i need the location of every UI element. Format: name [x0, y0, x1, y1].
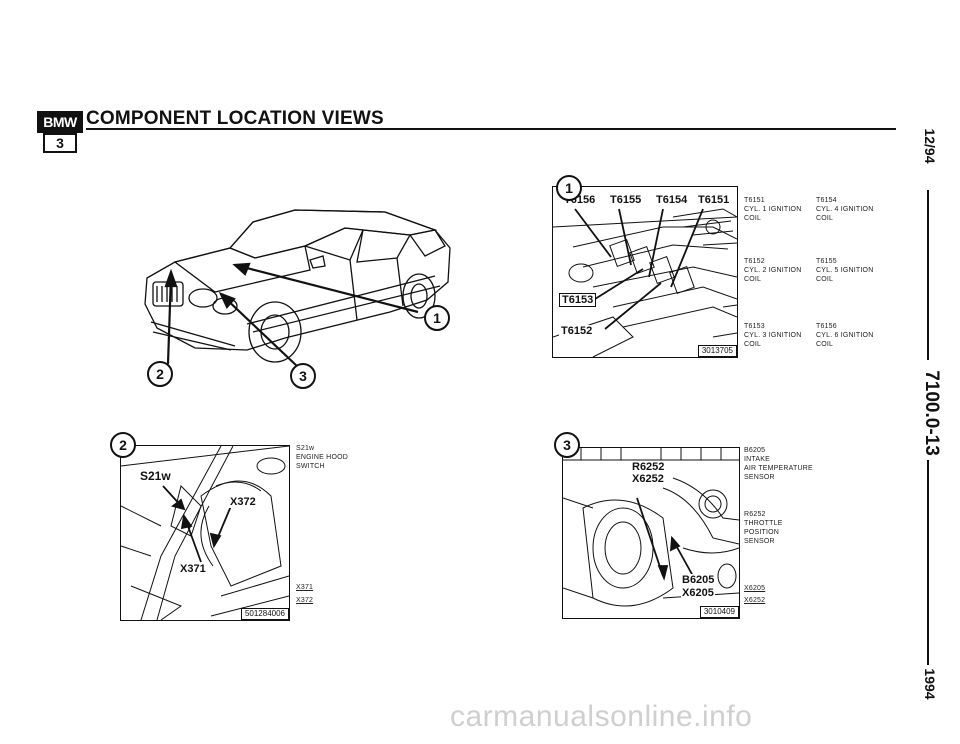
legend-code: S21w [296, 445, 315, 452]
legend-t6153: T6153 CYL. 3 IGNITION COIL [744, 322, 801, 349]
connector-x372: X372 [296, 597, 314, 604]
title-rule [86, 128, 896, 130]
label-s21w: S21w [139, 469, 172, 483]
legend-t6152: T6152 CYL. 2 IGNITION COIL [744, 257, 801, 284]
legend-line: SENSOR [744, 538, 775, 545]
legend-line: POSITION [744, 529, 780, 536]
legend-line: COIL [744, 215, 762, 222]
label-r6252: R6252 [631, 461, 666, 473]
connector-x371: X371 [296, 584, 314, 591]
legend-line: COIL [744, 276, 762, 283]
legend-code: B6205 [744, 447, 766, 454]
legend-t6151: T6151 CYL. 1 IGNITION COIL [744, 196, 801, 223]
view-3-reference-number: 3010409 [699, 606, 739, 618]
legend-line: CYL. 1 IGNITION [744, 206, 802, 213]
view-1-ignition-coils-panel: T6156 T6155 T6154 T6151 T6153 T6152 3013… [552, 186, 738, 358]
label-t6155: T6155 [609, 194, 643, 206]
legend-code: T6152 [744, 258, 765, 265]
legend-line: CYL. 4 IGNITION [816, 206, 874, 213]
view-2-number: 2 [110, 432, 136, 458]
label-t6151: T6151 [697, 194, 731, 206]
logo-series: 3 [43, 133, 77, 153]
legend-s21w: S21w ENGINE HOOD SWITCH [296, 444, 348, 471]
legend-code: T6151 [744, 197, 765, 204]
legend-line: CYL. 2 IGNITION [744, 267, 802, 274]
watermark-text: carmanualsonline.info [450, 700, 753, 733]
legend-code: T6153 [744, 323, 765, 330]
legend-t6156: T6156 CYL. 6 IGNITION COIL [816, 322, 873, 349]
connector-x6205: X6205 [744, 585, 766, 592]
overview-callout-1: 1 [424, 305, 450, 331]
legend-line: COIL [816, 341, 834, 348]
legend-line: AIR TEMPERATURE [744, 465, 813, 472]
legend-code: R6252 [744, 511, 766, 518]
view-3-throttle-intake-panel: R6252 X6252 B6205 X6205 3010409 [562, 447, 740, 619]
overview-callout-3: 3 [290, 363, 316, 389]
car-overview-illustration [144, 209, 451, 368]
legend-line: COIL [744, 341, 762, 348]
bmw-logo: BMW 3 [37, 111, 83, 153]
view-1-number: 1 [556, 175, 582, 201]
label-t6152: T6152 [559, 325, 595, 337]
label-x372: X372 [229, 496, 257, 508]
page-title: COMPONENT LOCATION VIEWS [86, 108, 384, 129]
margin-rule-upper [927, 190, 929, 360]
label-x371: X371 [179, 563, 207, 575]
throttle-body-illustration [563, 448, 739, 607]
view-2-hood-switch-panel: S21w X372 X371 501284006 [120, 445, 290, 621]
connector-x6252: X6252 [744, 597, 766, 604]
label-x6252: X6252 [631, 473, 665, 485]
logo-top: BMW [37, 111, 83, 133]
margin-year: 1994 [922, 668, 938, 700]
label-t6153: T6153 [559, 293, 597, 307]
legend-code: T6156 [816, 323, 837, 330]
legend-b6205: B6205 INTAKE AIR TEMPERATURE SENSOR [744, 446, 813, 482]
margin-doc-code: 7100.0-13 [921, 370, 942, 456]
legend-line: SWITCH [296, 463, 325, 470]
legend-line: ENGINE HOOD [296, 454, 348, 461]
legend-line: CYL. 6 IGNITION [816, 332, 874, 339]
margin-rule-lower [927, 460, 929, 665]
margin-date: 12/94 [922, 128, 938, 164]
legend-r6252: R6252 THROTTLE POSITION SENSOR [744, 510, 783, 546]
label-x6205: X6205 [681, 587, 715, 599]
engine-top-illustration [553, 208, 737, 357]
legend-code: T6155 [816, 258, 837, 265]
legend-line: CYL. 3 IGNITION [744, 332, 802, 339]
view-1-reference-number: 3013705 [697, 345, 737, 357]
view-2-reference-number: 501284006 [240, 608, 289, 620]
view-3-number: 3 [554, 432, 580, 458]
legend-t6154: T6154 CYL. 4 IGNITION COIL [816, 196, 873, 223]
legend-line: COIL [816, 215, 834, 222]
legend-line: INTAKE [744, 456, 770, 463]
overview-callout-2: 2 [147, 361, 173, 387]
legend-line: CYL. 5 IGNITION [816, 267, 874, 274]
legend-line: SENSOR [744, 474, 775, 481]
label-b6205: B6205 [681, 574, 716, 586]
legend-code: T6154 [816, 197, 837, 204]
legend-line: COIL [816, 276, 834, 283]
legend-t6155: T6155 CYL. 5 IGNITION COIL [816, 257, 873, 284]
label-t6154: T6154 [655, 194, 689, 206]
hood-switch-illustration [121, 446, 289, 620]
legend-line: THROTTLE [744, 520, 783, 527]
